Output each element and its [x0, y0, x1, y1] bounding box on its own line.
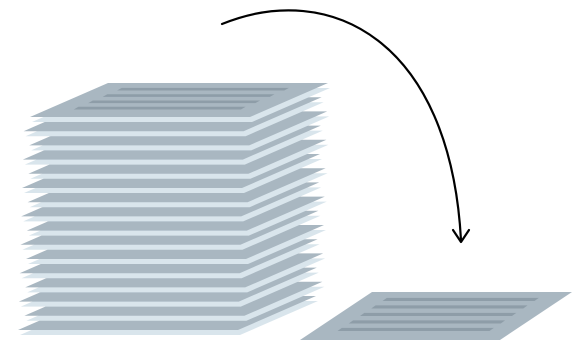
document-stack [18, 83, 330, 335]
text-line [383, 298, 539, 301]
text-line [103, 94, 275, 97]
text-line [88, 101, 260, 104]
text-line [360, 313, 516, 316]
extracted-document [300, 292, 572, 340]
text-line [117, 88, 289, 91]
text-line [371, 305, 527, 308]
text-line [338, 328, 494, 331]
text-line [349, 320, 505, 323]
text-line [74, 107, 246, 110]
